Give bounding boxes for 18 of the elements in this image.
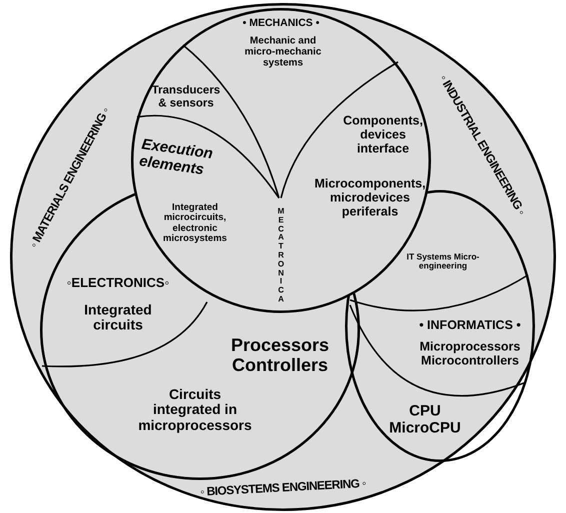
region-label: Processors Controllers xyxy=(230,336,330,376)
circle-heading: • MECHANICS • xyxy=(242,18,320,30)
circle-heading: ◦ELECTRONICS◦ xyxy=(66,276,170,290)
region-label: Integrated microcircuits, electronic microsystems xyxy=(162,203,228,245)
region-label: Microcomponents, microdevices periferals xyxy=(314,177,426,219)
region-label: Execution elements xyxy=(138,136,215,180)
circle-heading: • INFORMATICS • xyxy=(418,319,522,333)
circle-subtitle: Mechanic and micro-mechanic systems xyxy=(244,36,322,68)
circle-subtitle: Microprocessors Microcontrollers xyxy=(418,340,522,368)
vertical-label: MECATRONICA xyxy=(278,208,284,304)
region-label: Circuits integrated in microprocessors xyxy=(137,386,253,434)
outer-ellipse xyxy=(10,3,556,511)
region-label: Components, devices interface xyxy=(342,114,424,156)
region-label: IT Systems Micro-engineering xyxy=(406,252,480,272)
region-label: Transducers & sensors xyxy=(150,84,222,110)
circle-subtitle: Integrated circuits xyxy=(83,302,153,334)
region-label: CPU MicroCPU xyxy=(388,404,462,436)
ring-label: ◦ BIOSYSTEMS ENGINEERING ◦ xyxy=(200,477,366,499)
